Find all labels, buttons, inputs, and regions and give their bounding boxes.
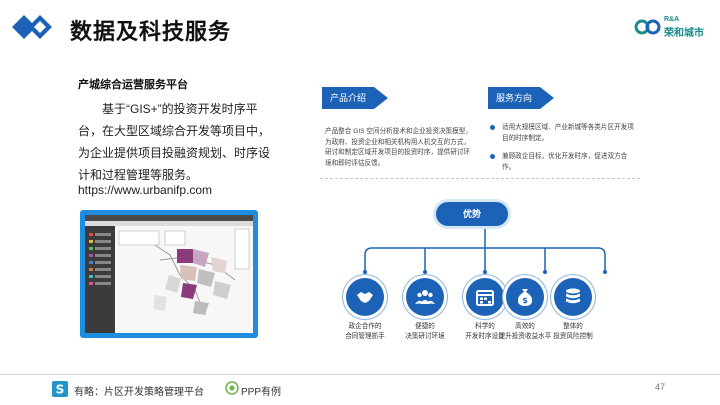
advantage-label-5: 整体的 投资风险控制 — [553, 323, 593, 340]
brand-s-icon: S — [52, 381, 68, 397]
database-icon — [566, 288, 580, 304]
advantage-circle-5 — [554, 278, 592, 316]
advantage-circle-2 — [406, 278, 444, 316]
company-logo: R&A 荣和城市 — [634, 16, 710, 40]
list-item: 兼顾政企目标，优化开发时序，促进双方合作。 — [488, 152, 638, 173]
advantage-connectors — [363, 226, 607, 274]
advantage-label-4: 高效的 提升投资收益水平 — [498, 323, 552, 340]
product-intro-tag: 产品介绍 — [322, 87, 388, 109]
svg-text:S: S — [56, 383, 65, 397]
people-icon — [415, 290, 435, 304]
platform-url[interactable]: https://www.urbanifp.com — [78, 183, 213, 197]
advantage-circle-3 — [466, 278, 504, 316]
header-diamond-icon — [12, 12, 58, 42]
product-intro-label: 产品介绍 — [330, 93, 367, 103]
screenshot-content — [85, 215, 253, 333]
footer-divider — [0, 374, 720, 375]
platform-subtitle: 产城综合运营服务平台 — [78, 79, 188, 91]
direction-text: 兼顾政企目标，优化开发时序，促进双方合作。 — [502, 153, 628, 171]
platform-screenshot — [80, 210, 258, 338]
service-direction-label: 服务方向 — [496, 93, 533, 103]
advantage-label-2: 便捷的 决策研讨环境 — [405, 323, 445, 340]
gis-map-thumbnail — [85, 215, 253, 333]
handshake-icon — [357, 292, 373, 303]
advantage-circle-4: $ — [506, 278, 544, 316]
tag-arrow-icon — [374, 87, 388, 109]
direction-text: 适用大规模区域、产业新城等各类片区开发项目的时序制定。 — [502, 124, 634, 142]
ppp-logo-icon — [225, 381, 239, 395]
bullet-dot-icon — [490, 154, 495, 159]
tag-arrow-icon — [540, 87, 554, 109]
list-item: 适用大规模区域、产业新城等各类片区开发项目的时序制定。 — [488, 123, 638, 144]
bullet-dot-icon — [490, 125, 495, 130]
footer-brand-text: 有略：片区开发策略管理平台 — [74, 387, 204, 398]
logo-mark-icon — [634, 19, 661, 35]
money-bag-icon: $ — [517, 289, 533, 306]
section-divider — [320, 178, 640, 179]
advantage-label-1: 政企合作的 合同管理抓手 — [345, 323, 385, 340]
page-number: 47 — [655, 382, 666, 392]
service-direction-list: 适用大规模区域、产业新城等各类片区开发项目的时序制定。 兼顾政企目标，优化开发时… — [488, 123, 638, 181]
advantages-title: 优势 — [436, 202, 508, 226]
platform-description: 基于“GIS+”的投资开发时序平台，在大型区域综合开发等项目中，为企业提供项目投… — [78, 102, 271, 182]
page-title: 数据及科技服务 — [70, 19, 232, 44]
advantage-label-3: 科学的 开发时序设计 — [465, 323, 505, 340]
calendar-icon — [476, 290, 494, 306]
advantage-circle-1 — [346, 278, 384, 316]
product-description: 产品整合 GIS 空间分析技术和企业投资决策模型，为政府、投资企业和相关机构用人… — [325, 128, 472, 167]
service-direction-tag: 服务方向 — [488, 87, 554, 109]
svg-text:$: $ — [522, 296, 528, 305]
logo-bottom-text: 荣和城市 — [664, 28, 704, 39]
footer-ppp-text: PPP有例 — [241, 387, 282, 398]
logo-top-text: R&A — [664, 16, 680, 23]
